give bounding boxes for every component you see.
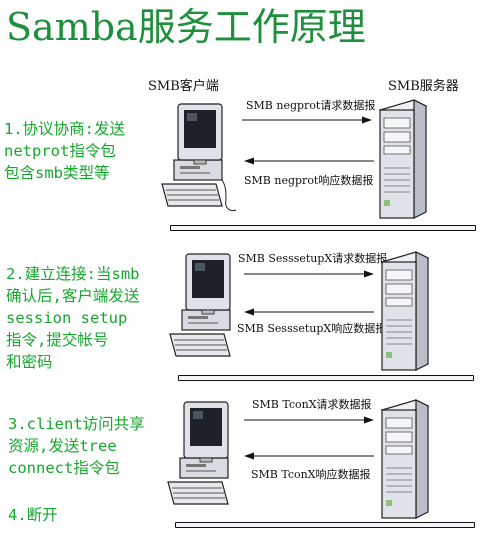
negprot-response-arrow [244, 157, 374, 165]
tconx-response-arrow [244, 452, 374, 460]
network-bar-3 [175, 522, 475, 528]
tconx-response-label: SMB TconX响应数据报 [251, 468, 371, 481]
network-bar-1 [170, 225, 476, 231]
negprot-response-label: SMB negprot响应数据报 [244, 174, 374, 187]
step-2-line-4: 指令,提交帐号 [6, 331, 109, 349]
step-2-line-5: 和密码 [6, 353, 53, 371]
client-computer-icon [169, 253, 231, 357]
step-2-line-2: 确认后,客户端发送 [6, 287, 140, 305]
negprot-request-label: SMB negprot请求数据报 [246, 99, 376, 112]
step-1-line-1: 1.协议协商:发送 [4, 120, 125, 138]
step-2-line-3: session setup [6, 309, 128, 327]
step-2-line-1: 2.建立连接:当smb [6, 265, 140, 283]
step-3-line-1: 3.client访问共享 [8, 415, 145, 433]
step-1-text: 1.协议协商:发送 netprot指令包 包含smb类型等 [4, 118, 125, 184]
client-computer-icon [167, 401, 229, 505]
sesssetup-response-label: SMB SesssetupX响应数据报 [237, 322, 387, 335]
step-3-line-2: 资源,发送tree [8, 437, 117, 455]
network-bar-2 [178, 375, 474, 381]
page-title: Samba服务工作原理 [6, 5, 366, 49]
server-tower-icon [378, 99, 428, 219]
step-4-line-1: 4.断开 [8, 506, 58, 524]
client-computer-icon [161, 103, 237, 211]
sesssetup-request-arrow [244, 270, 374, 278]
step-3-line-3: connect指令包 [8, 459, 120, 477]
server-header: SMB服务器 [388, 79, 459, 94]
step-1-line-2: netprot指令包 [4, 142, 116, 160]
sesssetup-request-label: SMB SesssetupX请求数据报 [238, 252, 388, 265]
step-3-text: 3.client访问共享 资源,发送tree connect指令包 [8, 413, 145, 479]
server-tower-icon [380, 399, 430, 519]
step-1-line-3: 包含smb类型等 [4, 164, 110, 182]
client-header: SMB客户端 [148, 79, 219, 94]
step-4-text: 4.断开 [8, 504, 58, 526]
tconx-request-arrow [244, 416, 374, 424]
negprot-request-arrow [242, 116, 372, 124]
server-tower-icon [380, 251, 430, 371]
step-2-text: 2.建立连接:当smb 确认后,客户端发送 session setup 指令,提… [6, 263, 140, 373]
tconx-request-label: SMB TconX请求数据报 [252, 398, 372, 411]
sesssetup-response-arrow [244, 308, 374, 316]
